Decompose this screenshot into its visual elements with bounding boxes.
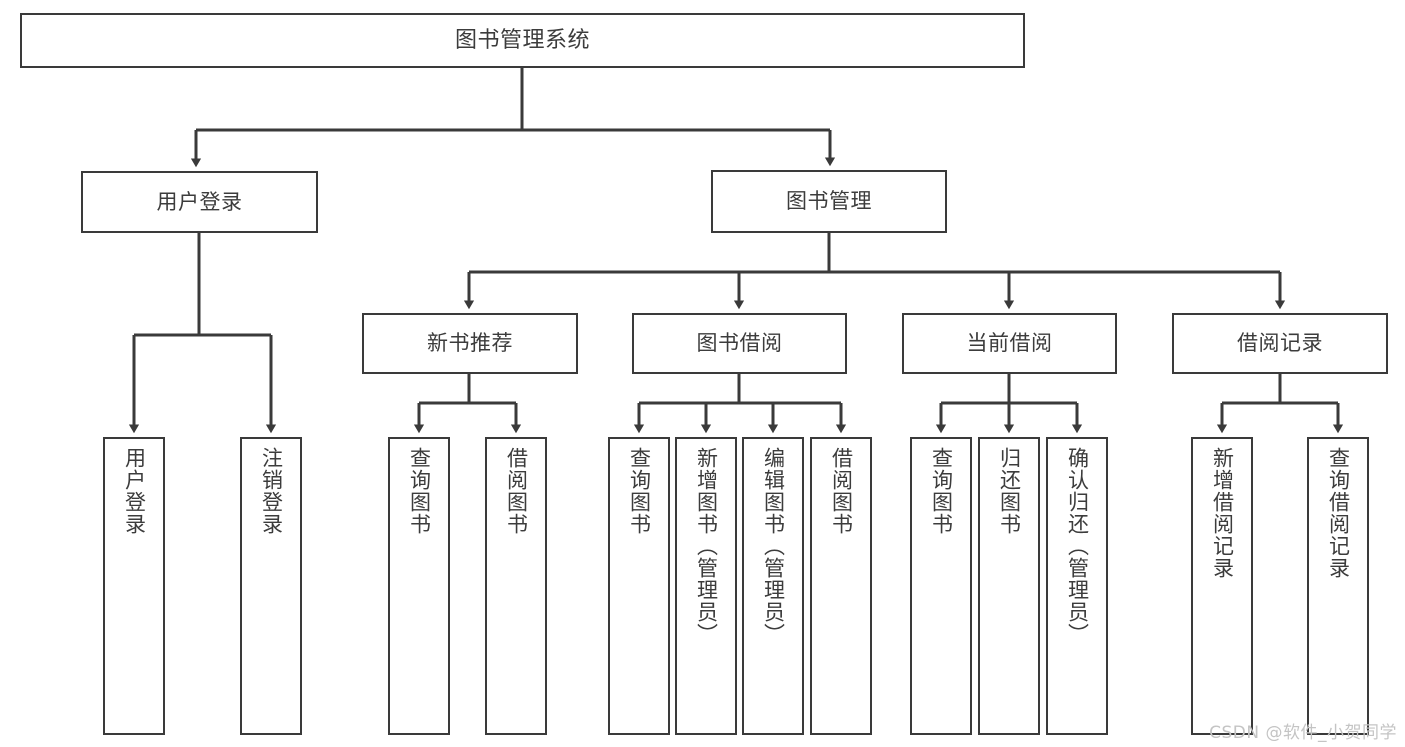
node-label: 注销登录 [259, 447, 284, 535]
leaf-current-borrow-return[interactable]: 归还图书 [978, 437, 1040, 735]
node-new-book-recommend[interactable]: 新书推荐 [362, 313, 578, 374]
node-label: 查询图书 [627, 447, 652, 535]
node-borrow-record[interactable]: 借阅记录 [1172, 313, 1388, 374]
node-label: 确认归还（管理员） [1065, 447, 1090, 645]
node-label: 图书借阅 [696, 331, 783, 356]
leaf-borrow-book-borrow[interactable]: 借阅图书 [810, 437, 872, 735]
node-label: 图书管理 [786, 189, 872, 214]
node-label: 新书推荐 [427, 331, 513, 356]
node-label: 查询图书 [407, 447, 432, 535]
node-label: 借阅记录 [1237, 331, 1323, 356]
node-label: 查询图书 [929, 447, 954, 535]
leaf-current-borrow-query[interactable]: 查询图书 [910, 437, 972, 735]
leaf-borrow-record-query[interactable]: 查询借阅记录 [1307, 437, 1369, 735]
leaf-new-book-query[interactable]: 查询图书 [388, 437, 450, 735]
leaf-new-book-borrow[interactable]: 借阅图书 [485, 437, 547, 735]
node-label: 用户登录 [156, 189, 243, 214]
node-label: 新增图书（管理员） [694, 447, 719, 645]
leaf-user-login-logout[interactable]: 注销登录 [240, 437, 302, 735]
node-book-borrow[interactable]: 图书借阅 [632, 313, 847, 374]
node-label: 归还图书 [997, 447, 1022, 535]
node-label: 图书管理系统 [454, 27, 590, 53]
leaf-user-login-login[interactable]: 用户登录 [103, 437, 165, 735]
leaf-borrow-book-add[interactable]: 新增图书（管理员） [675, 437, 737, 735]
leaf-current-borrow-confirm-return[interactable]: 确认归还（管理员） [1046, 437, 1108, 735]
leaf-borrow-book-edit[interactable]: 编辑图书（管理员） [742, 437, 804, 735]
node-label: 用户登录 [122, 447, 147, 535]
node-label: 新增借阅记录 [1210, 447, 1235, 579]
node-label: 借阅图书 [829, 447, 854, 535]
node-user-login[interactable]: 用户登录 [81, 171, 318, 233]
leaf-borrow-book-query[interactable]: 查询图书 [608, 437, 670, 735]
node-label: 查询借阅记录 [1326, 447, 1351, 579]
node-label: 编辑图书（管理员） [761, 447, 786, 645]
node-label: 借阅图书 [504, 447, 529, 535]
node-current-borrow[interactable]: 当前借阅 [902, 313, 1117, 374]
node-label: 当前借阅 [966, 331, 1053, 356]
node-root-system[interactable]: 图书管理系统 [20, 13, 1025, 68]
leaf-borrow-record-add[interactable]: 新增借阅记录 [1191, 437, 1253, 735]
node-book-management[interactable]: 图书管理 [711, 170, 947, 233]
